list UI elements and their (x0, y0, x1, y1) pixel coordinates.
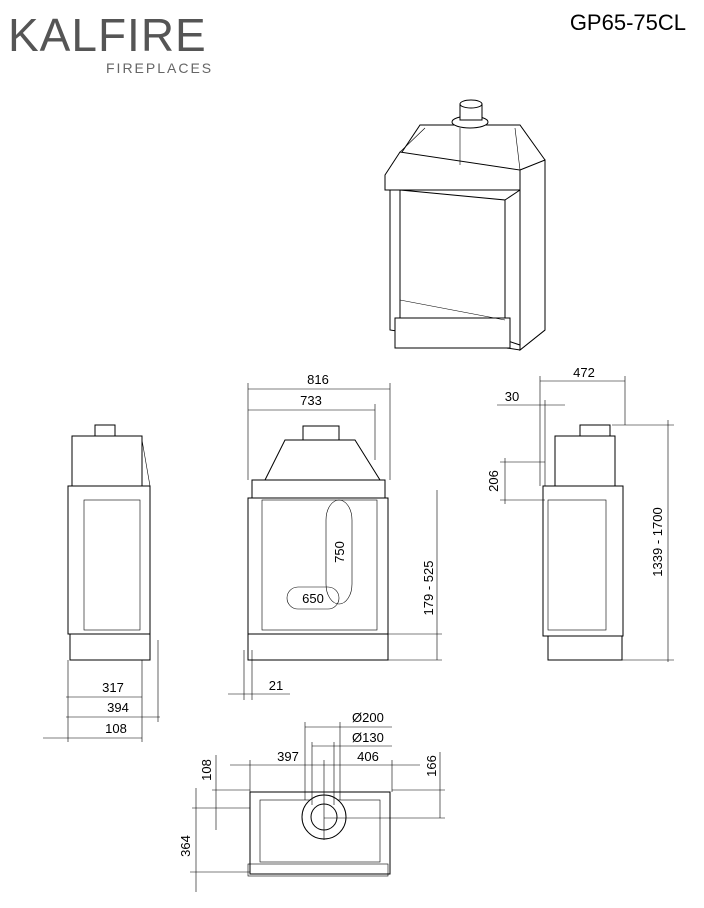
dim-750: 750 (332, 541, 347, 563)
dim-364: 364 (178, 835, 193, 857)
side-view-right (542, 424, 624, 661)
brand-tagline: FIREPLACES (106, 60, 214, 76)
dim-816: 816 (307, 372, 329, 387)
model-number: GP65-75CL (569, 10, 686, 35)
dim-30: 30 (505, 389, 519, 404)
brand-logo: KALFIRE FIREPLACES (8, 12, 213, 76)
side-view-left (67, 424, 151, 661)
dim-394: 394 (107, 700, 129, 715)
top-view (247, 791, 391, 877)
dim-406: 406 (357, 749, 379, 764)
dim-733: 733 (300, 393, 322, 408)
dim-diameter-130: Ø130 (352, 730, 384, 745)
brand-name: KALFIRE (8, 9, 207, 61)
dim-397: 397 (277, 749, 299, 764)
dim-166: 166 (424, 755, 439, 777)
dim-179-525: 179 - 525 (421, 561, 436, 616)
dim-650: 650 (302, 591, 324, 606)
dimensions: 816 733 750 650 179 - 525 21 317 394 108… (43, 365, 674, 892)
dim-108-top: 108 (199, 759, 214, 781)
front-view (247, 425, 389, 661)
dim-21: 21 (269, 678, 283, 693)
perspective-view (384, 99, 546, 352)
dim-1339-1700: 1339 - 1700 (650, 507, 665, 576)
dim-317: 317 (102, 680, 124, 695)
dim-108-side: 108 (105, 721, 127, 736)
dim-diameter-200: Ø200 (352, 710, 384, 725)
dim-472: 472 (573, 365, 595, 380)
dim-206: 206 (486, 470, 501, 492)
